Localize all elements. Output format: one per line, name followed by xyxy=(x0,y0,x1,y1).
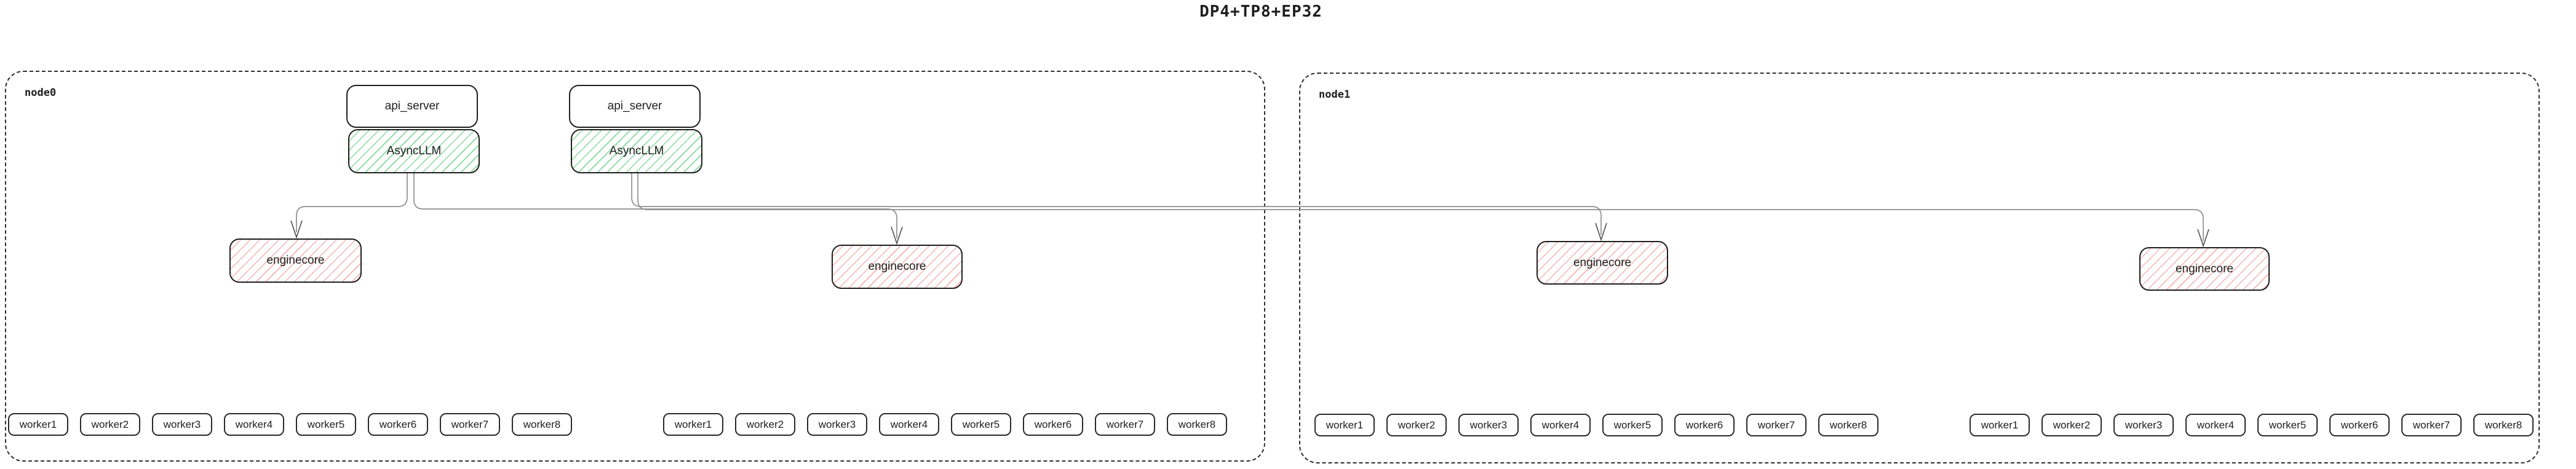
worker-box: worker4 xyxy=(224,413,284,436)
enginecore-box-3: enginecore xyxy=(1536,241,1668,285)
worker-box: worker7 xyxy=(1095,413,1155,436)
worker-group-4: worker1 worker2 worker3 worker4 worker5 worke… xyxy=(1970,414,2534,436)
worker-box: worker7 xyxy=(1746,414,1807,436)
worker-box: worker2 xyxy=(80,413,140,436)
api-server-label-2: api_server xyxy=(607,100,662,112)
worker-box: worker6 xyxy=(2329,414,2390,436)
enginecore-box-4: enginecore xyxy=(2139,247,2270,291)
worker-box: worker5 xyxy=(296,413,356,436)
asyncllm-label-1: AsyncLLM xyxy=(386,144,442,157)
worker-box: worker1 xyxy=(1970,414,2030,436)
api-server-label-1: api_server xyxy=(384,100,440,112)
worker-box: worker8 xyxy=(1818,414,1878,436)
worker-box: worker5 xyxy=(951,413,1011,436)
worker-box: worker1 xyxy=(663,413,723,436)
worker-box: worker4 xyxy=(1530,414,1591,436)
worker-box: worker4 xyxy=(2185,414,2246,436)
node0-label: node0 xyxy=(25,87,57,99)
node0-container: node0 xyxy=(5,71,1265,462)
worker-box: worker8 xyxy=(512,413,572,436)
worker-box: worker3 xyxy=(152,413,212,436)
asyncllm-box-2: AsyncLLM xyxy=(571,129,702,173)
worker-group-2: worker1 worker2 worker3 worker4 worker5 worke… xyxy=(663,413,1227,436)
asyncllm-label-2: AsyncLLM xyxy=(609,144,664,157)
enginecore-label-3: enginecore xyxy=(1573,256,1632,269)
asyncllm-box-1: AsyncLLM xyxy=(348,129,480,173)
worker-box: worker1 xyxy=(1314,414,1375,436)
enginecore-label-1: enginecore xyxy=(266,254,325,267)
enginecore-box-2: enginecore xyxy=(832,245,963,289)
worker-box: worker1 xyxy=(8,413,68,436)
api-server-box-1: api_server xyxy=(346,85,478,128)
worker-box: worker2 xyxy=(1386,414,1447,436)
api-server-box-2: api_server xyxy=(569,85,701,128)
diagram-title: DP4+TP8+EP32 xyxy=(1199,2,1322,21)
worker-box: worker4 xyxy=(879,413,939,436)
enginecore-label-2: enginecore xyxy=(868,260,926,273)
worker-box: worker6 xyxy=(1674,414,1735,436)
worker-box: worker5 xyxy=(2257,414,2318,436)
node1-label: node1 xyxy=(1319,89,1351,101)
worker-box: worker3 xyxy=(807,413,867,436)
worker-box: worker6 xyxy=(1023,413,1083,436)
worker-box: worker8 xyxy=(2473,414,2534,436)
worker-group-3: worker1 worker2 worker3 worker4 worker5 worke… xyxy=(1314,414,1878,436)
worker-group-1: worker1 worker2 worker3 worker4 worker5 worke… xyxy=(8,413,572,436)
worker-box: worker8 xyxy=(1167,413,1227,436)
worker-box: worker2 xyxy=(2041,414,2102,436)
enginecore-label-4: enginecore xyxy=(2175,262,2234,275)
worker-box: worker3 xyxy=(2113,414,2174,436)
worker-box: worker2 xyxy=(735,413,795,436)
worker-box: worker5 xyxy=(1602,414,1663,436)
worker-box: worker7 xyxy=(440,413,500,436)
node1-container: node1 xyxy=(1299,73,2540,463)
enginecore-box-1: enginecore xyxy=(229,238,362,283)
worker-box: worker6 xyxy=(368,413,428,436)
worker-box: worker3 xyxy=(1458,414,1519,436)
worker-box: worker7 xyxy=(2401,414,2462,436)
